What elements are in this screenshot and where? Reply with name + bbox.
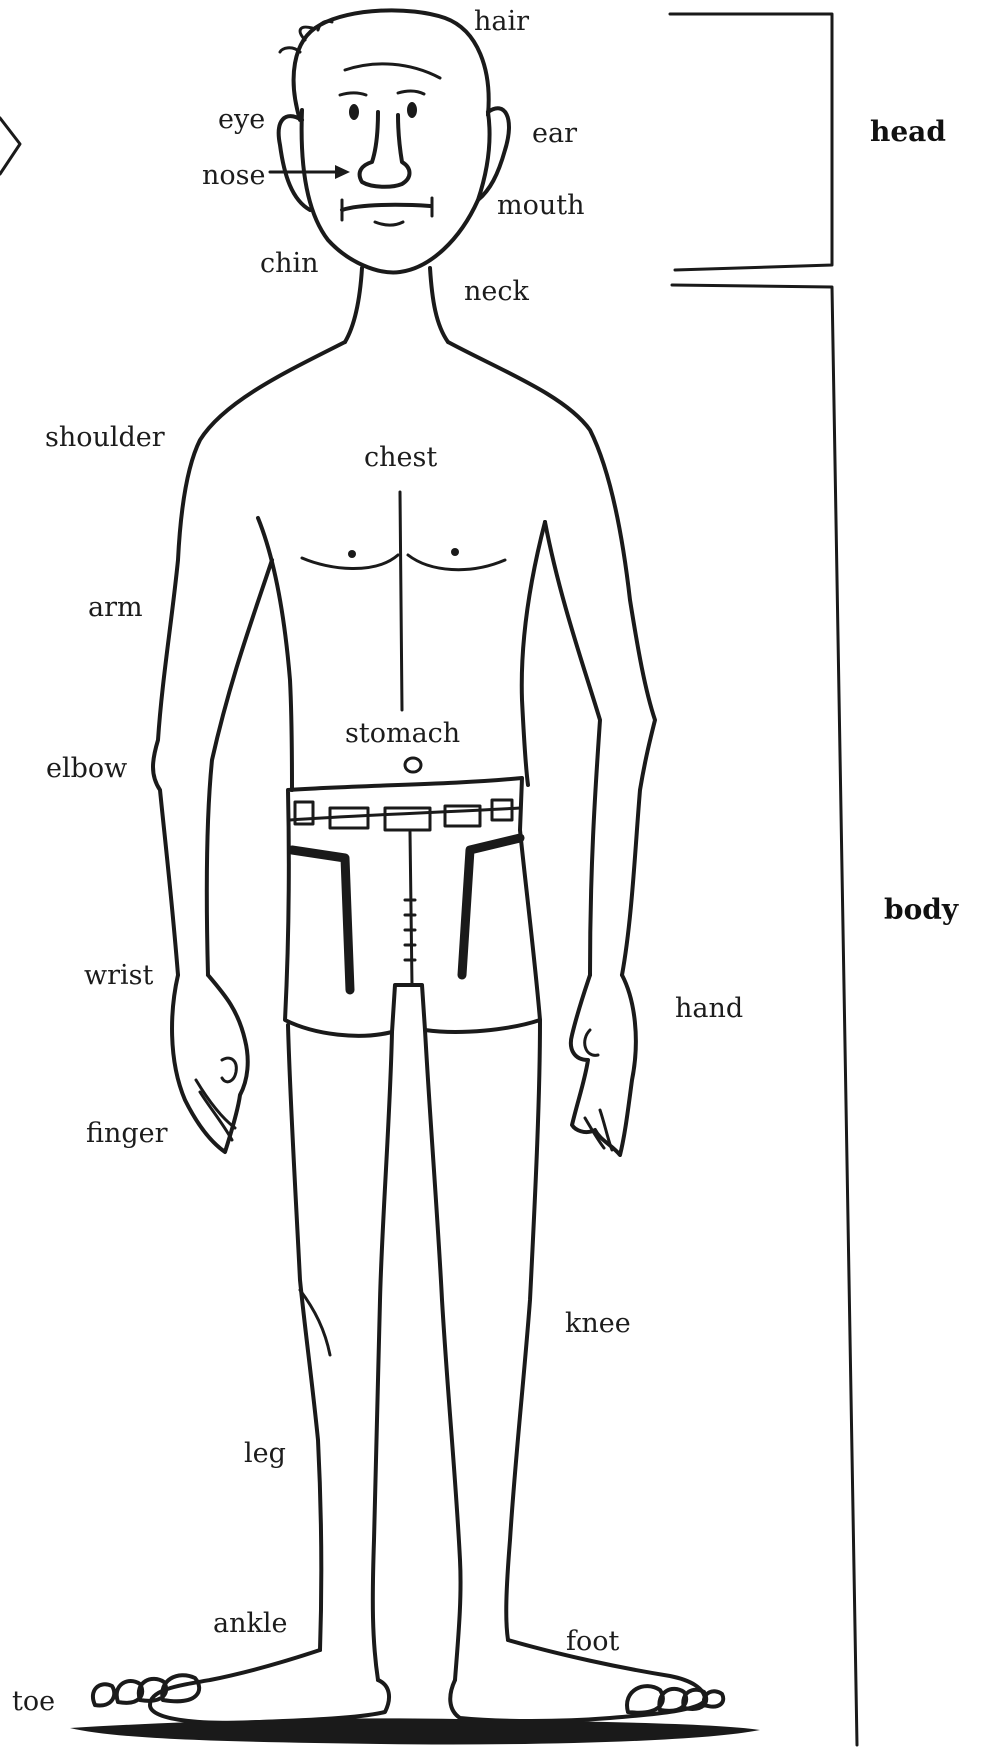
sternum-line	[400, 492, 402, 710]
mouth-drawing	[342, 205, 430, 210]
label-wrist: wrist	[84, 962, 153, 989]
label-shoulder: shoulder	[45, 424, 165, 451]
eyebrows	[340, 91, 424, 95]
ground-shadow	[70, 1718, 760, 1744]
label-knee: knee	[565, 1310, 631, 1337]
right-hand-drawing	[571, 975, 636, 1155]
face-outline	[302, 110, 490, 272]
waistband-line	[290, 808, 520, 820]
label-head-group: head	[870, 118, 946, 146]
edge-chevron	[0, 118, 20, 174]
right-arm-outer	[448, 342, 655, 975]
nose-arrow-head	[335, 165, 350, 179]
navel-drawing	[405, 758, 421, 772]
right-nipple	[451, 548, 459, 556]
label-body-group: body	[884, 896, 958, 924]
label-elbow: elbow	[46, 755, 127, 782]
nose-drawing	[360, 112, 410, 187]
right-pocket	[462, 838, 520, 975]
label-mouth: mouth	[497, 192, 585, 219]
label-foot: foot	[566, 1628, 619, 1655]
neck-left	[345, 268, 362, 342]
fly-line	[410, 832, 412, 985]
label-hair: hair	[474, 8, 529, 35]
neck-right	[430, 268, 448, 342]
label-ear: ear	[532, 120, 577, 147]
label-ankle: ankle	[213, 1610, 287, 1637]
left-pocket	[292, 850, 350, 990]
left-eye-drawing	[349, 104, 359, 120]
right-arm-inner	[545, 522, 600, 975]
lower-lip	[375, 222, 403, 225]
left-arm-outer	[153, 342, 345, 975]
left-arm-inner	[207, 560, 272, 975]
head-bracket	[670, 14, 832, 270]
label-leg: leg	[244, 1440, 286, 1467]
label-nose: nose	[202, 162, 265, 189]
torso-left	[258, 518, 292, 790]
label-neck: neck	[464, 278, 529, 305]
left-leg-outer	[288, 1025, 321, 1650]
torso-right	[522, 522, 545, 785]
label-arm: arm	[88, 594, 143, 621]
label-hand: hand	[675, 995, 743, 1022]
right-toes	[627, 1686, 723, 1713]
right-leg-inner	[425, 1030, 461, 1680]
label-chin: chin	[260, 250, 319, 277]
right-leg-outer	[506, 1020, 540, 1640]
left-toes	[93, 1675, 199, 1705]
left-ear-drawing	[279, 116, 310, 210]
left-nipple	[348, 550, 356, 558]
right-eye-drawing	[407, 102, 417, 118]
label-stomach: stomach	[345, 720, 460, 747]
left-leg-inner	[373, 1032, 392, 1680]
label-toe: toe	[12, 1688, 55, 1715]
label-chest: chest	[364, 444, 437, 471]
label-finger: finger	[86, 1120, 168, 1147]
label-eye: eye	[218, 106, 265, 133]
hairline	[345, 64, 440, 78]
left-foot-drawing	[150, 1650, 389, 1723]
pectoral-lines	[302, 555, 505, 570]
